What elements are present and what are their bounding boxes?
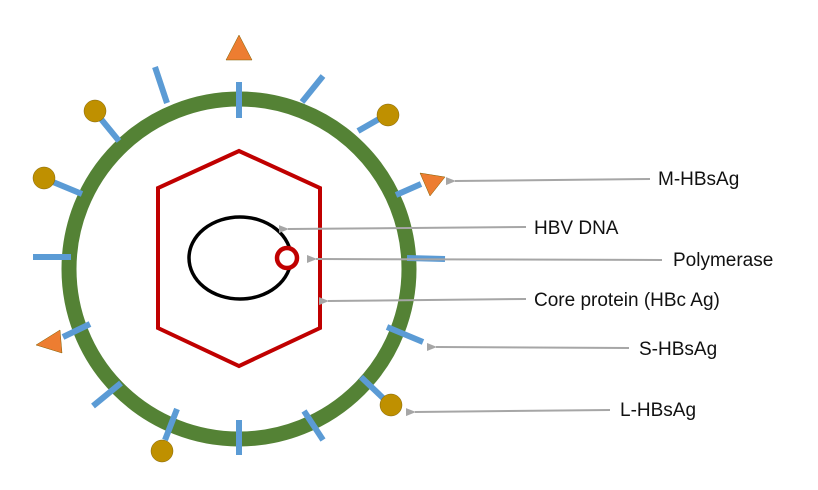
core-capsid-hexagon (156, 148, 322, 369)
m-hbsag-proteins (35, 34, 446, 354)
circle-protein (150, 439, 174, 463)
arrow-m-hbsag (445, 177, 651, 186)
arrow-polymerase (306, 254, 663, 263)
l-hbsag-proteins (32, 99, 403, 463)
circle-protein (379, 393, 403, 417)
label-m-hbsag: M-HBsAg (658, 169, 740, 190)
triangle-protein (419, 172, 446, 197)
triangle-protein (225, 34, 253, 61)
polymerase-circle (274, 245, 300, 271)
circle-protein (32, 166, 56, 190)
spike (385, 324, 425, 345)
triangle-protein (35, 329, 63, 354)
arrow-core-protein (318, 297, 527, 306)
circle-protein (83, 99, 107, 123)
circle-protein (376, 103, 400, 127)
spike (301, 409, 326, 442)
spike (91, 380, 123, 409)
pointer-arrows (278, 177, 663, 417)
arrow-hbv-dna (278, 225, 527, 234)
label-polymerase: Polymerase (673, 250, 774, 271)
label-hbv-dna: HBV DNA (534, 218, 619, 239)
label-s-hbsag: S-HBsAg (639, 339, 718, 360)
label-l-hbsag: L-HBsAg (620, 400, 697, 421)
spike (299, 74, 326, 104)
arrow-l-hbsag (405, 408, 611, 417)
spike (152, 66, 170, 104)
label-core-protein: Core protein (HBc Ag) (534, 290, 720, 311)
arrow-s-hbsag (426, 342, 630, 351)
